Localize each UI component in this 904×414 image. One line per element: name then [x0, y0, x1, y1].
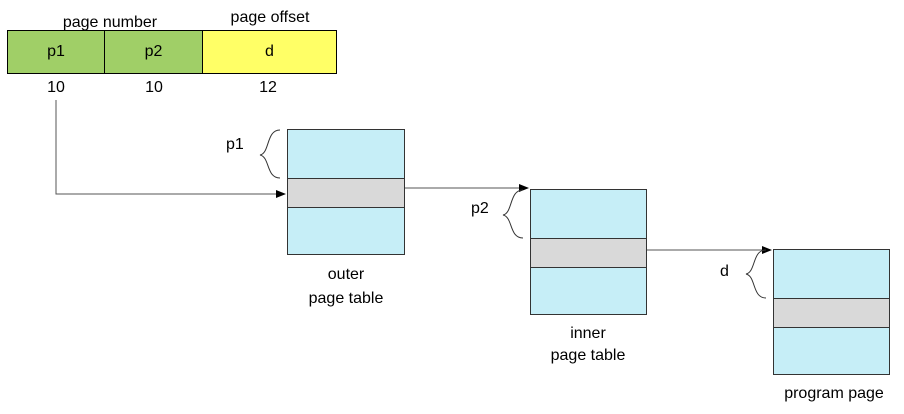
outer-brace-label: p1 [226, 136, 244, 153]
outer-caption-line2: page table [308, 290, 384, 307]
inner-caption-line2: page table [550, 347, 626, 364]
field-p1: p1 [7, 30, 105, 74]
field-d: d [202, 30, 337, 74]
outer-caption-line1: outer [327, 266, 365, 283]
inner-caption-line1: inner [570, 325, 606, 342]
inner-table-selected-entry [531, 238, 646, 268]
page-offset-label: page offset [230, 9, 310, 26]
inner-page-table [530, 189, 647, 315]
brace-d [745, 249, 767, 299]
outer-page-table [287, 129, 405, 255]
program-brace-label: d [720, 263, 729, 280]
arrow-p1 [55, 100, 286, 198]
brace-p1 [259, 129, 281, 179]
field-d-label: d [265, 43, 274, 60]
program-page-selected-entry [774, 298, 889, 328]
field-p2: p2 [104, 30, 203, 74]
inner-brace-label: p2 [471, 200, 489, 217]
field-p2-label: p2 [144, 43, 163, 60]
bits-p2: 10 [145, 79, 163, 96]
brace-p2 [502, 189, 524, 239]
program-page [773, 249, 890, 375]
bits-d: 12 [259, 79, 277, 96]
outer-table-selected-entry [288, 178, 404, 208]
bits-p1: 10 [47, 79, 65, 96]
program-page-caption: program page [784, 385, 884, 402]
field-p1-label: p1 [47, 43, 65, 60]
page-number-label: page number [62, 14, 158, 31]
